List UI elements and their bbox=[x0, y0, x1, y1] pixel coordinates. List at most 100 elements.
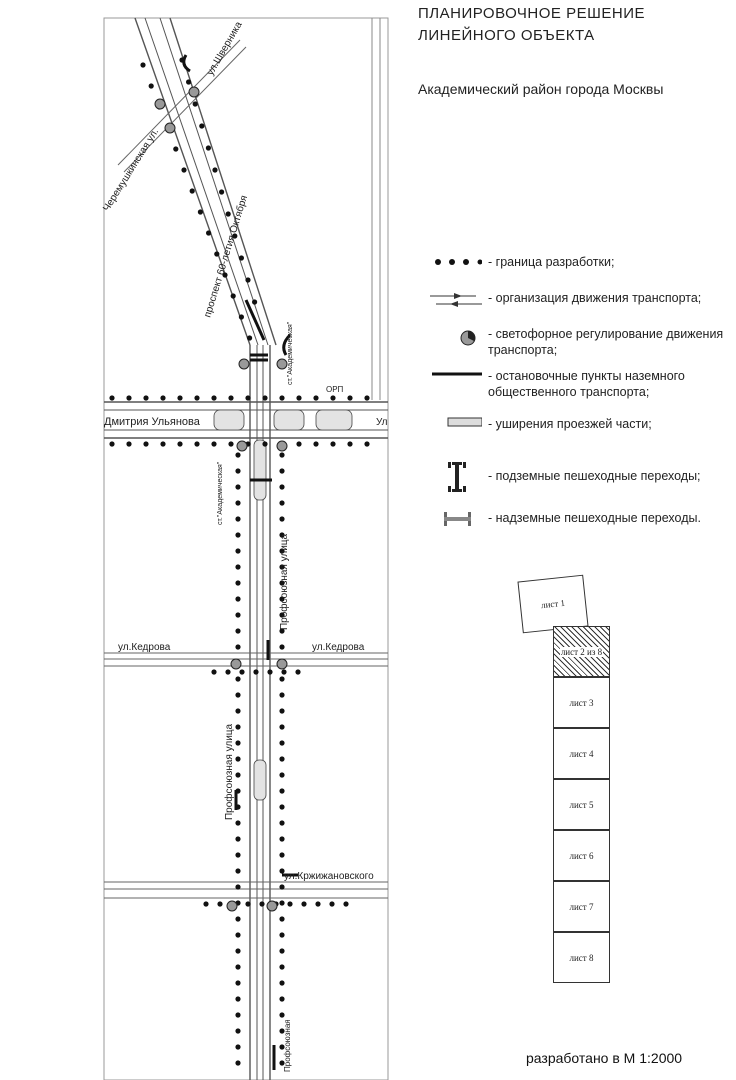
title-line2: ЛИНЕЙНОГО ОБЪЕКТА bbox=[418, 27, 595, 44]
boundary-dot bbox=[235, 708, 241, 714]
traffic-light-marker bbox=[226, 900, 238, 912]
boundary-dot bbox=[279, 548, 285, 554]
boundary-dot bbox=[235, 868, 241, 874]
boundary-dot bbox=[235, 484, 241, 490]
boundary-dot bbox=[235, 516, 241, 522]
legend-label-traffic: - организация движения транспорта; bbox=[488, 291, 702, 305]
boundary-dot bbox=[279, 724, 285, 730]
dots-boundary-icon bbox=[435, 259, 482, 265]
traffic-light-marker bbox=[236, 440, 248, 452]
boundary-dot bbox=[279, 395, 285, 401]
traffic-lights bbox=[154, 86, 288, 912]
road-kedrova bbox=[104, 652, 388, 667]
boundary-dot bbox=[143, 395, 149, 401]
sheet-2-label: лист 2 из 8 bbox=[559, 646, 604, 657]
boundary-dot bbox=[225, 669, 231, 675]
sheet-7[interactable]: лист 7 bbox=[553, 881, 610, 932]
boundary-dot bbox=[279, 580, 285, 586]
boundary-dot bbox=[230, 293, 236, 299]
boundary-dot bbox=[330, 441, 336, 447]
boundary-dot bbox=[235, 932, 241, 938]
boundary-dot bbox=[235, 756, 241, 762]
boundary-dot bbox=[279, 868, 285, 874]
boundary-dot bbox=[140, 62, 146, 68]
boundary-dot bbox=[279, 1012, 285, 1018]
boundary-dot bbox=[279, 692, 285, 698]
boundary-dot bbox=[235, 836, 241, 842]
sheet-2-current[interactable]: лист 2 из 8 bbox=[553, 626, 610, 677]
diagonal-road bbox=[134, 17, 277, 346]
boundary-dot bbox=[279, 484, 285, 490]
label-ul: Ул bbox=[376, 417, 388, 428]
boundary-dot bbox=[177, 441, 183, 447]
boundary-dot bbox=[235, 1060, 241, 1066]
boundary-dots bbox=[109, 57, 370, 1066]
boundary-dot bbox=[211, 441, 217, 447]
scale-note: разработано в М 1:2000 bbox=[526, 1050, 683, 1066]
boundary-dot bbox=[235, 468, 241, 474]
boundary-dot bbox=[295, 669, 301, 675]
sheet-8[interactable]: лист 8 bbox=[553, 932, 610, 983]
legend-label-underground: - подземные пешеходные переходы; bbox=[488, 469, 701, 483]
boundary-dot bbox=[126, 395, 132, 401]
boundary-dot bbox=[217, 901, 223, 907]
boundary-dot bbox=[279, 628, 285, 634]
boundary-dot bbox=[148, 83, 154, 89]
boundary-dot bbox=[279, 676, 285, 682]
boundary-dot bbox=[253, 669, 259, 675]
boundary-dot bbox=[228, 395, 234, 401]
traffic-light-marker bbox=[266, 900, 278, 912]
boundary-dot bbox=[279, 772, 285, 778]
boundary-dot bbox=[315, 901, 321, 907]
boundary-dot bbox=[235, 452, 241, 458]
sheet-1[interactable]: лист 1 bbox=[517, 574, 589, 634]
boundary-dot bbox=[235, 596, 241, 602]
boundary-dot bbox=[279, 980, 285, 986]
sheet-4[interactable]: лист 4 bbox=[553, 728, 610, 779]
boundary-dot bbox=[214, 251, 220, 257]
traffic-light-icon bbox=[460, 330, 476, 346]
boundary-dot bbox=[235, 548, 241, 554]
boundary-dot bbox=[212, 167, 218, 173]
label-orp: ОРП bbox=[326, 385, 344, 394]
boundary-dot bbox=[235, 1028, 241, 1034]
boundary-dot bbox=[279, 836, 285, 842]
label-profsoyuznaya-bottom: Профсоюзная bbox=[283, 1019, 292, 1072]
boundary-dot bbox=[330, 395, 336, 401]
boundary-dot bbox=[279, 708, 285, 714]
legend-label-busstop: - остановочные пункты наземного обществе… bbox=[488, 369, 685, 399]
boundary-dot bbox=[143, 441, 149, 447]
boundary-dot bbox=[235, 1044, 241, 1050]
label-kedrova-left: ул.Кедрова bbox=[118, 642, 171, 653]
sheet-5[interactable]: лист 5 bbox=[553, 779, 610, 830]
boundary-dot bbox=[279, 1028, 285, 1034]
boundary-dot bbox=[109, 441, 115, 447]
boundary-dot bbox=[296, 441, 302, 447]
traffic-light-marker bbox=[276, 658, 288, 670]
boundary-dot bbox=[235, 884, 241, 890]
sheet-6[interactable]: лист 6 bbox=[553, 830, 610, 881]
bus-stops bbox=[234, 299, 298, 1070]
boundary-dot bbox=[279, 788, 285, 794]
boundary-dot bbox=[235, 612, 241, 618]
boundary-dot bbox=[279, 1044, 285, 1050]
title-line1: ПЛАНИРОВОЧНОЕ РЕШЕНИЕ bbox=[418, 5, 645, 22]
boundary-dot bbox=[301, 901, 307, 907]
boundary-dot bbox=[186, 79, 192, 85]
boundary-dot bbox=[267, 669, 273, 675]
boundary-dot bbox=[279, 884, 285, 890]
boundary-dot bbox=[228, 441, 234, 447]
bus-stop-bar-icon bbox=[432, 372, 482, 376]
boundary-dot bbox=[235, 532, 241, 538]
traffic-light-marker bbox=[154, 98, 166, 110]
sheet-3[interactable]: лист 3 bbox=[553, 677, 610, 728]
label-profsoyuznaya-upper: Профсоюзная улица bbox=[278, 533, 290, 630]
boundary-dot bbox=[235, 964, 241, 970]
boundary-dot bbox=[194, 395, 200, 401]
boundary-dot bbox=[279, 644, 285, 650]
boundary-dot bbox=[347, 441, 353, 447]
boundary-dot bbox=[238, 255, 244, 261]
boundary-dot bbox=[235, 580, 241, 586]
traffic-arrows-icon bbox=[430, 293, 482, 307]
boundary-dot bbox=[279, 452, 285, 458]
